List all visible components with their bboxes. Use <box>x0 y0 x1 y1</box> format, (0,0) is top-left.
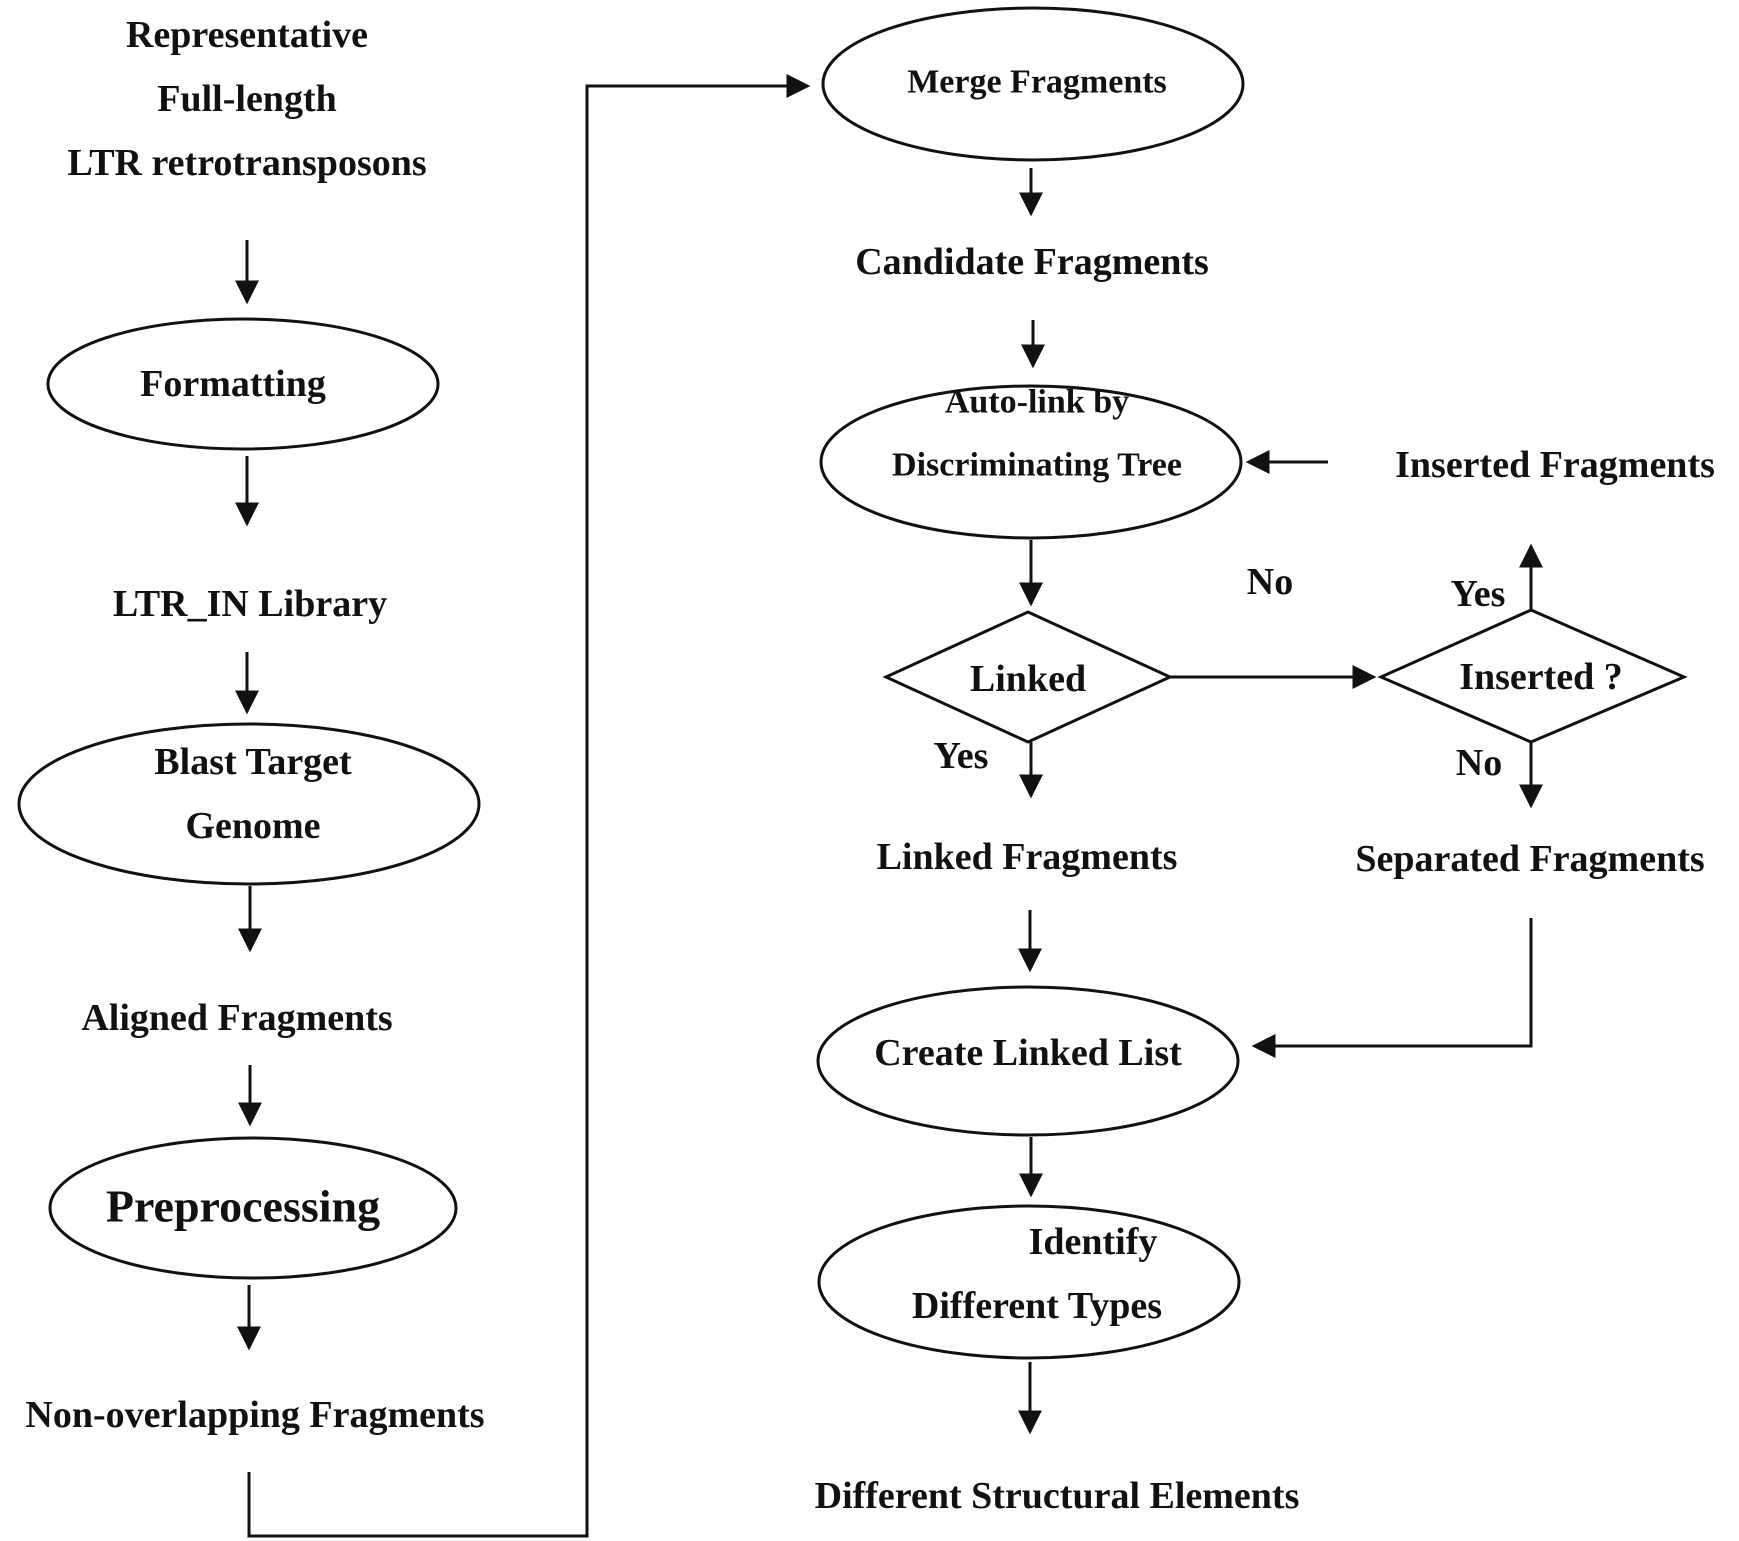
aligned-label: Aligned Fragments <box>81 997 392 1039</box>
no-label-linked: No <box>1247 561 1293 603</box>
autolink-label-line2: Discriminating Tree <box>892 447 1182 484</box>
linked-decision-node <box>882 610 1174 744</box>
blast-label-line2: Genome <box>185 805 320 847</box>
inserted-decision-label: Inserted ? <box>1459 656 1623 698</box>
autolink-label-line1: Auto-link by <box>945 384 1129 421</box>
formatting-label: Formatting <box>140 363 326 405</box>
connector-left-to-right <box>247 74 811 1538</box>
identify-node <box>817 1204 1241 1360</box>
preprocessing-label: Preprocessing <box>106 1181 380 1232</box>
merge-node <box>821 6 1245 162</box>
library-label: LTR_IN Library <box>113 583 387 625</box>
formatting-node <box>46 317 440 451</box>
output-label: Different Structural Elements <box>815 1475 1300 1517</box>
linked-fragments-label: Linked Fragments <box>877 836 1178 878</box>
create-list-label: Create Linked List <box>874 1032 1182 1074</box>
preprocessing-node <box>48 1136 458 1280</box>
identify-label-line1: Identify <box>1029 1221 1158 1263</box>
inserted-fragments-label: Inserted Fragments <box>1395 444 1715 486</box>
blast-node <box>17 722 481 886</box>
merge-label: Merge Fragments <box>907 64 1167 101</box>
input-label-line1: Representative <box>126 14 368 56</box>
autolink-node <box>819 384 1243 540</box>
non-overlapping-label: Non-overlapping Fragments <box>25 1394 484 1436</box>
connector-separated-to-create <box>1251 918 1533 1058</box>
candidate-label: Candidate Fragments <box>855 241 1209 283</box>
no-label-inserted: No <box>1456 742 1502 784</box>
blast-label-line1: Blast Target <box>154 741 352 783</box>
input-label-line2: Full-length <box>157 78 336 120</box>
linked-decision-label: Linked <box>970 658 1086 700</box>
identify-label-line2: Different Types <box>912 1285 1162 1327</box>
create-list-node <box>816 985 1240 1137</box>
yes-label-inserted: Yes <box>1451 573 1506 615</box>
separated-fragments-label: Separated Fragments <box>1355 838 1704 880</box>
input-label-line3: LTR retrotransposons <box>67 142 426 184</box>
yes-label-linked: Yes <box>934 735 989 777</box>
